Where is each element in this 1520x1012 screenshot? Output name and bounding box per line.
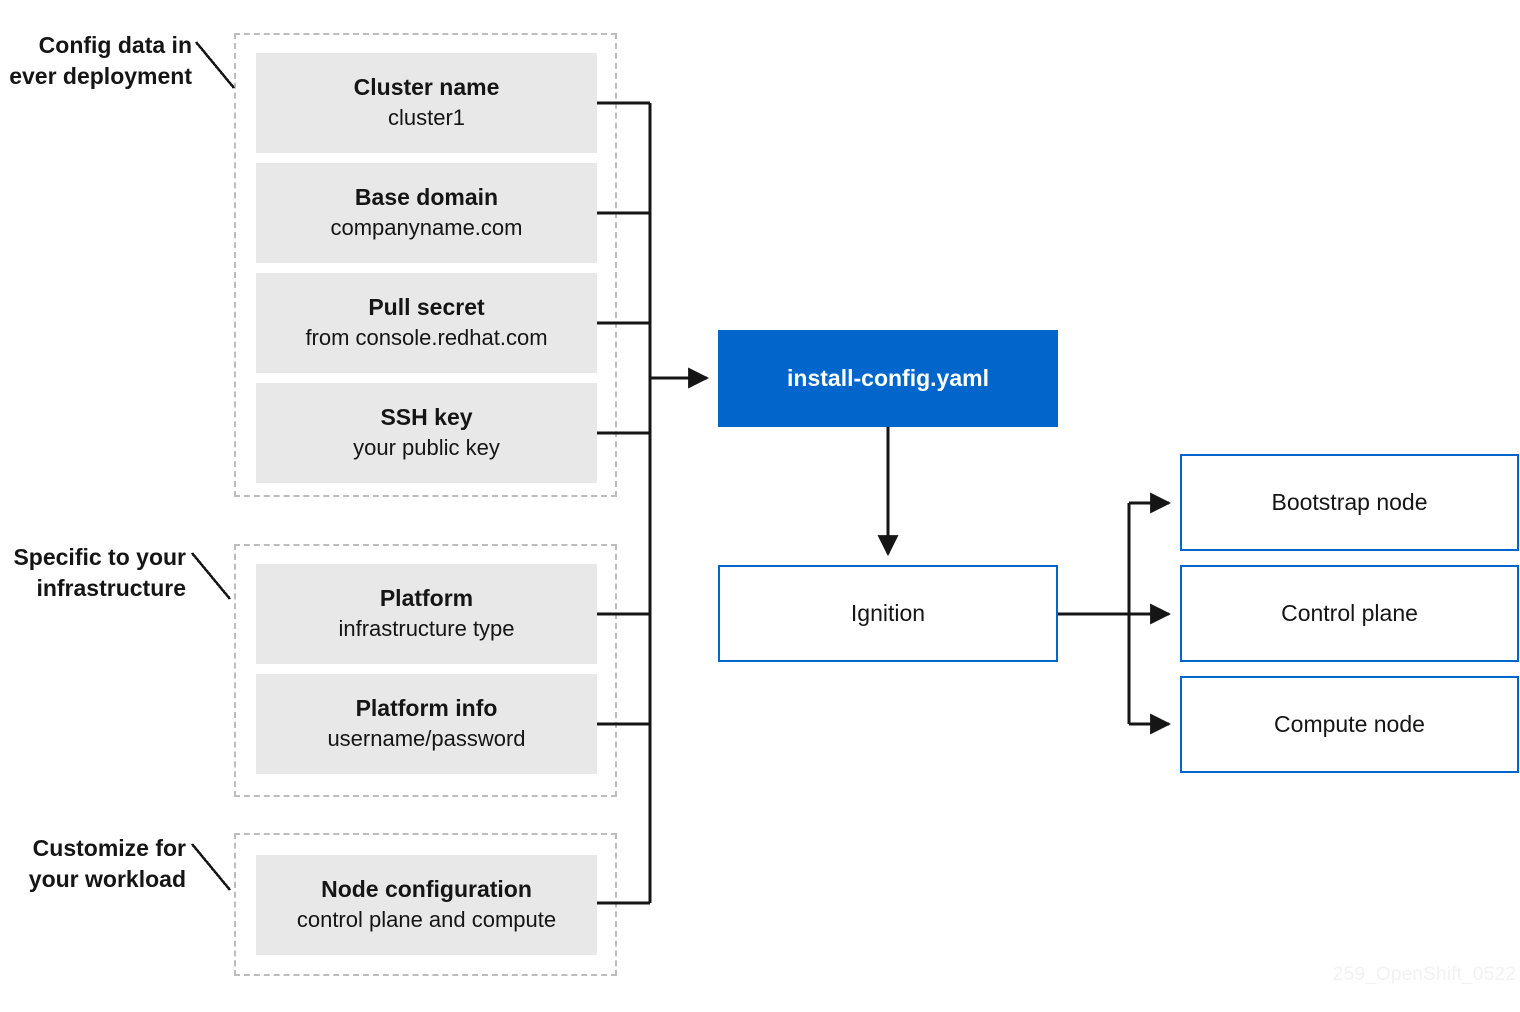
card-subtitle: from console.redhat.com — [305, 325, 548, 351]
group-infrastructure — [234, 544, 617, 797]
box-compute-node[interactable]: Compute node — [1180, 676, 1519, 773]
card-subtitle: your public key — [353, 435, 500, 461]
card-platform-info: Platform info username/password — [256, 674, 597, 774]
card-ssh-key: SSH key your public key — [256, 383, 597, 483]
card-title: Base domain — [354, 184, 499, 211]
card-pull-secret: Pull secret from console.redhat.com — [256, 273, 597, 373]
callout-config-data: Config data in ever deployment — [9, 32, 192, 89]
box-label: Control plane — [1281, 600, 1418, 626]
box-control-plane[interactable]: Control plane — [1180, 565, 1519, 662]
box-install-config-yaml[interactable]: install-config.yaml — [718, 330, 1058, 427]
box-label: Ignition — [850, 600, 926, 626]
box-label: Bootstrap node — [1271, 489, 1428, 515]
card-title: SSH key — [380, 404, 473, 431]
card-subtitle: cluster1 — [387, 105, 466, 131]
card-base-domain: Base domain companyname.com — [256, 163, 597, 263]
box-bootstrap-node[interactable]: Bootstrap node — [1180, 454, 1519, 551]
leader-line-config-data — [195, 41, 235, 89]
box-ignition[interactable]: Ignition — [718, 565, 1058, 662]
box-label: Compute node — [1274, 711, 1425, 737]
card-title: Cluster name — [353, 74, 500, 101]
group-workload — [234, 833, 617, 976]
card-title: Node configuration — [321, 876, 532, 903]
card-subtitle: control plane and compute — [296, 907, 557, 933]
card-platform: Platform infrastructure type — [256, 564, 597, 664]
card-node-configuration: Node configuration control plane and com… — [256, 855, 597, 955]
card-subtitle: username/password — [327, 726, 526, 752]
card-cluster-name: Cluster name cluster1 — [256, 53, 597, 153]
callout-specific-infrastructure: Specific to your infrastructure — [13, 544, 186, 601]
card-title: Pull secret — [368, 294, 485, 321]
box-label: install-config.yaml — [787, 365, 989, 391]
card-subtitle: companyname.com — [330, 215, 523, 241]
leader-line-infrastructure — [191, 552, 231, 600]
callout-customize-workload: Customize for your workload — [28, 835, 186, 892]
leader-line-workload — [191, 843, 231, 891]
card-title: Platform — [379, 585, 474, 612]
group-config-data — [234, 33, 617, 497]
watermark: 259_OpenShift_0522 — [1332, 964, 1516, 985]
card-title: Platform info — [355, 695, 498, 722]
card-subtitle: infrastructure type — [338, 616, 515, 642]
